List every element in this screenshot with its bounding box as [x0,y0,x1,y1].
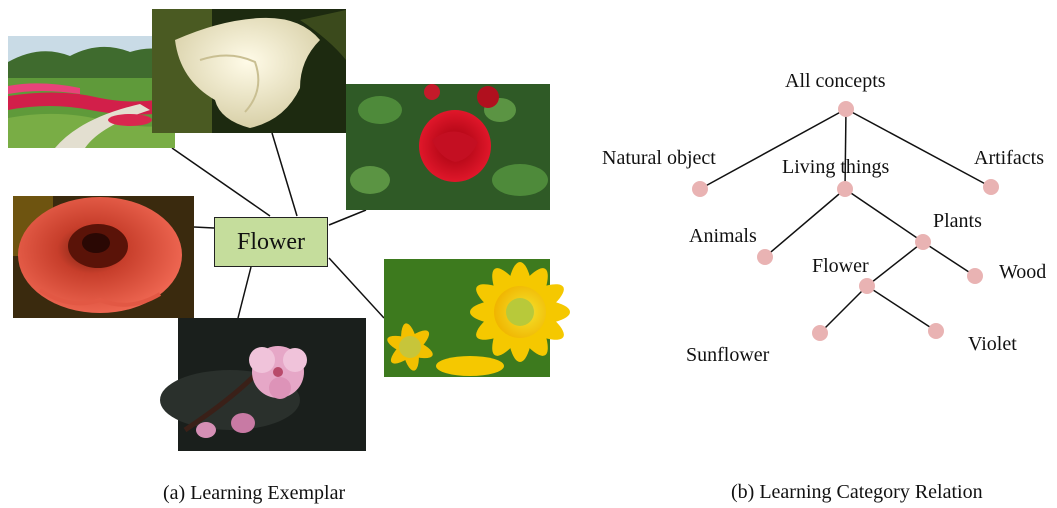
label-living-things: Living things [782,156,889,179]
garden-photo [8,36,175,148]
label-sunflower: Sunflower [686,344,769,367]
edge-living-plants [845,189,923,242]
label-animals: Animals [689,225,757,248]
node-plants [915,234,931,250]
node-flower [859,278,875,294]
flower-center-label: Flower [237,229,305,256]
connector-white-flower [272,133,297,216]
node-artifacts [983,179,999,195]
edge-plants-wood [923,242,975,276]
edge-plants-flower [867,242,923,286]
red-trumpet-flower-photo [13,196,194,318]
connector-blossom [238,267,251,318]
edge-living-animals [765,189,845,257]
connector-rose [329,210,366,225]
label-all-concepts: All concepts [785,70,886,93]
label-natural-object: Natural object [602,147,716,170]
node-wood [967,268,983,284]
caption-learning-category-relation: (b) Learning Category Relation [731,481,983,504]
edge-flower-sunflower [820,286,867,333]
node-sunflower [812,325,828,341]
label-plants: Plants [933,210,982,233]
sunflower-photo [384,259,570,377]
flower-center-box: Flower [214,217,328,267]
connector-sunflower [329,258,384,318]
edge-flower-violet [867,286,936,331]
node-root [838,101,854,117]
node-natural [692,181,708,197]
label-wood: Wood [999,261,1046,284]
red-rose-photo [346,84,550,210]
caption-learning-exemplar: (a) Learning Exemplar [163,482,345,505]
label-violet: Violet [968,333,1017,356]
label-flower: Flower [812,255,869,278]
label-artifacts: Artifacts [974,147,1044,170]
node-living [837,181,853,197]
white-trumpet-flower-photo [152,9,346,133]
node-violet [928,323,944,339]
pink-blossom-photo [160,318,366,451]
connector-red-trumpet [194,227,214,228]
node-animals [757,249,773,265]
